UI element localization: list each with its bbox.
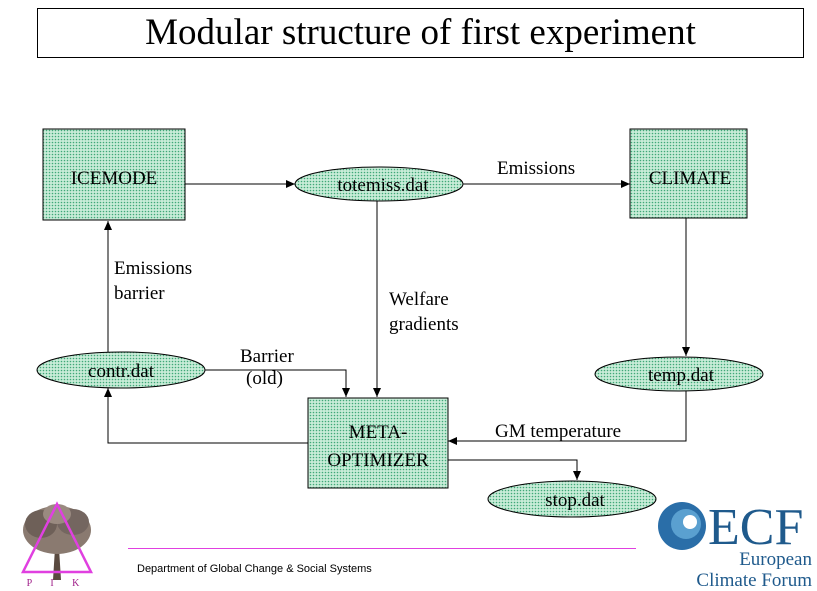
- label-barrier-1: Barrier: [240, 346, 294, 367]
- footer-department: Department of Global Change & Social Sys…: [137, 563, 372, 575]
- node-climate-label: CLIMATE: [649, 168, 731, 189]
- node-meta-optimizer: META- OPTIMIZER: [307, 397, 449, 489]
- edge-contr-to-meta: [203, 369, 350, 397]
- label-gm-temperature: GM temperature: [495, 421, 621, 442]
- triangle-icon: [20, 501, 94, 574]
- node-temp: temp.dat: [594, 356, 764, 392]
- edges: [104, 180, 690, 480]
- edge-meta-to-contr: [104, 388, 308, 444]
- tree-icon: [23, 504, 91, 580]
- footer-divider: [128, 548, 636, 549]
- label-barrier-2: (old): [246, 368, 283, 389]
- node-contr: contr.dat: [36, 351, 206, 389]
- ecf-logo: ECF European Climate Forum: [658, 499, 812, 591]
- title-box: Modular structure of first experiment: [37, 8, 804, 58]
- node-icemode: ICEMODE: [42, 128, 186, 221]
- node-meta-label-1: META-: [349, 422, 408, 443]
- edge-temp-to-meta: [448, 391, 687, 445]
- ecf-wordmark: ECF: [708, 499, 803, 556]
- node-totemiss-label: totemiss.dat: [337, 175, 429, 196]
- label-emissions-barrier-2: barrier: [114, 283, 165, 304]
- node-stop-label: stop.dat: [545, 490, 605, 511]
- node-temp-label: temp.dat: [648, 365, 715, 386]
- label-welfare-2: gradients: [389, 314, 459, 335]
- node-stop: stop.dat: [487, 480, 657, 518]
- ecf-line-1: European: [739, 549, 812, 570]
- node-totemiss: totemiss.dat: [294, 166, 464, 202]
- pik-logo: P I K: [20, 501, 94, 588]
- page-title: Modular structure of first experiment: [145, 12, 696, 53]
- ecf-line-2: Climate Forum: [696, 570, 812, 591]
- node-icemode-label: ICEMODE: [71, 168, 158, 189]
- label-emissions-barrier-1: Emissions: [114, 258, 192, 279]
- edge-meta-to-stop: [448, 459, 581, 480]
- node-climate: CLIMATE: [629, 128, 748, 219]
- label-emissions: Emissions: [497, 158, 575, 179]
- label-welfare-1: Welfare: [389, 289, 449, 310]
- swirl-icon: [658, 502, 706, 550]
- node-contr-label: contr.dat: [88, 361, 155, 382]
- pik-letters: P I K: [27, 578, 88, 588]
- node-meta-label-2: OPTIMIZER: [327, 450, 429, 471]
